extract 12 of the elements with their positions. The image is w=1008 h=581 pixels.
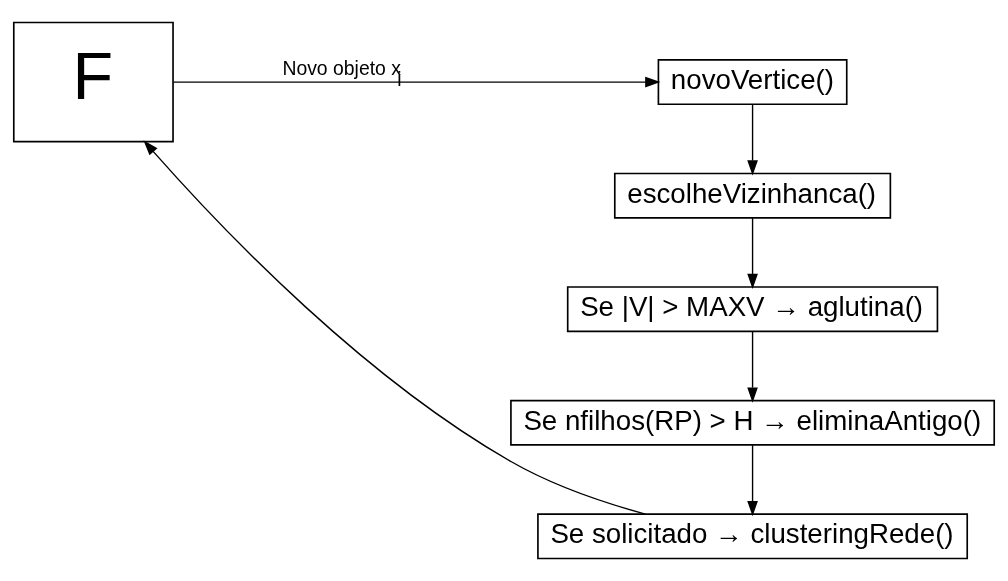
arrow (747, 331, 758, 403)
arrow (172, 76, 661, 88)
node-box: novoVertice() (657, 59, 848, 106)
node-box: Se solicitado → clusteringRede() (537, 513, 969, 560)
arrow (747, 444, 758, 517)
arrow (747, 103, 758, 176)
node-box: escolheVizinhanca() (613, 172, 892, 219)
arrow (747, 217, 758, 290)
node-box: Se nfilhos(RP) > H → eliminaAntigo() (510, 399, 996, 446)
node-box: Se |V| > MAXV → aglutina() (566, 286, 939, 333)
arrow (143, 140, 647, 515)
node-box: F (12, 21, 174, 143)
